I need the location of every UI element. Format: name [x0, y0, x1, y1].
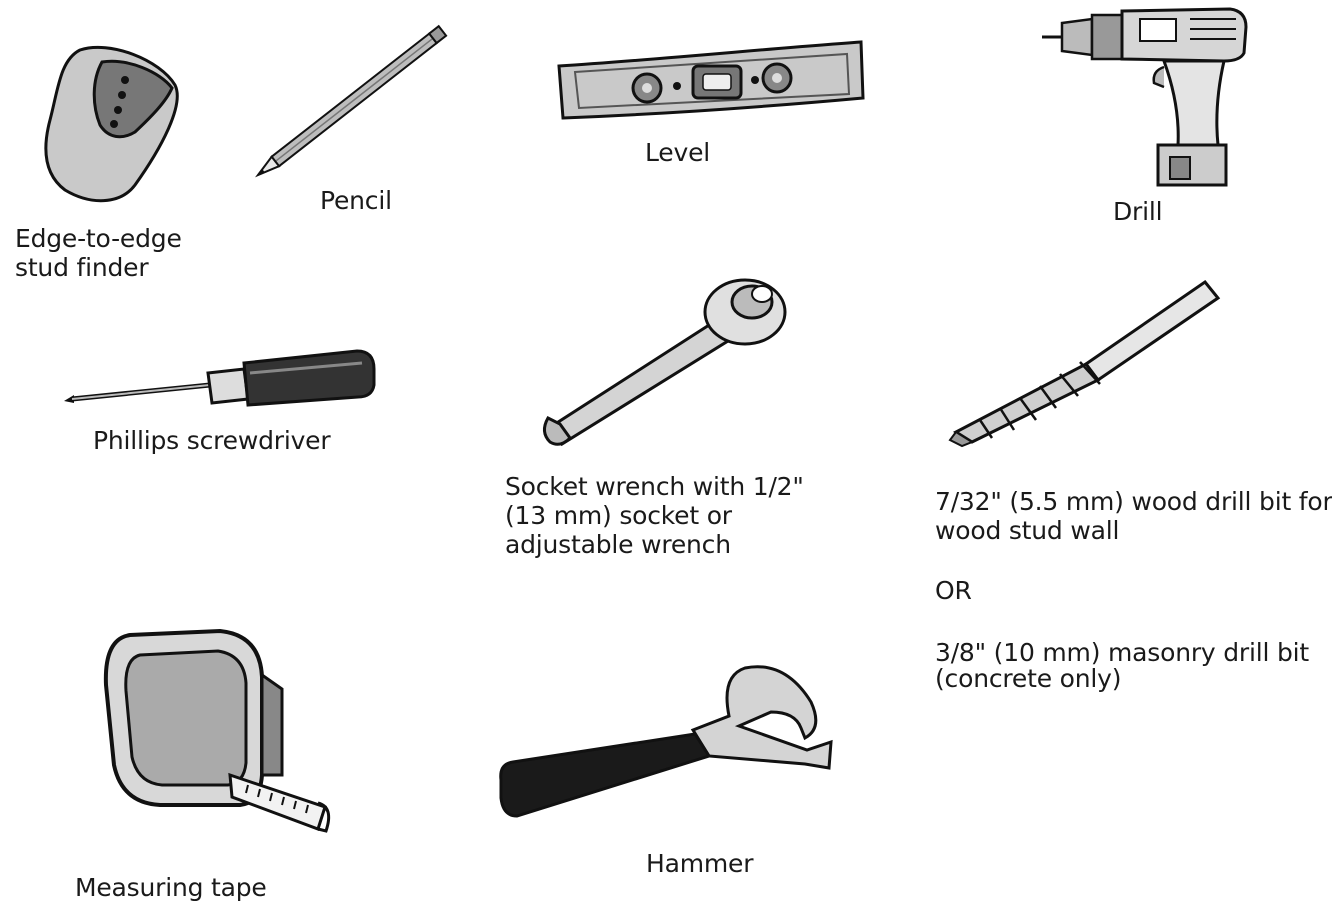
drill-label: Drill [1113, 197, 1163, 226]
stud-finder-label-line1: Edge-to-edge [15, 224, 182, 253]
socket-wrench-label-line1: Socket wrench with 1/2" [505, 472, 804, 501]
pencil-label: Pencil [320, 186, 392, 215]
drill-bit-alt-line2: (concrete only) [935, 664, 1122, 693]
drill-bit-label-line1: 7/32" (5.5 mm) wood drill bit for [935, 487, 1332, 516]
measuring-tape-label: Measuring tape [75, 873, 267, 902]
drill-bit-label-line2: wood stud wall [935, 516, 1120, 545]
level-label: Level [645, 138, 710, 167]
drill-bit-alt-line1: 3/8" (10 mm) masonry drill bit [935, 638, 1310, 667]
level-icon [557, 40, 865, 120]
screwdriver-label: Phillips screwdriver [93, 426, 331, 455]
hammer-label: Hammer [646, 849, 754, 878]
stud-finder-icon [44, 45, 179, 203]
screwdriver-icon [64, 349, 376, 407]
hammer-icon [499, 665, 833, 818]
drill-icon [1042, 7, 1248, 187]
drill-bit-or-text: OR [935, 576, 972, 605]
drill-bit-icon [948, 279, 1221, 448]
measuring-tape-icon [103, 628, 331, 833]
socket-wrench-icon [543, 278, 787, 447]
pencil-icon [255, 24, 448, 178]
stud-finder-label-line2: stud finder [15, 253, 149, 282]
socket-wrench-label-line2: (13 mm) socket or [505, 501, 732, 530]
socket-wrench-label-line3: adjustable wrench [505, 530, 731, 559]
